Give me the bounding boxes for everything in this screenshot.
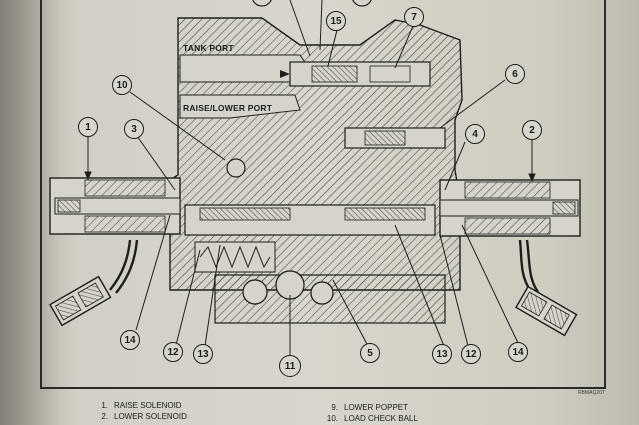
legend-num: 9.	[331, 403, 338, 412]
lower-solenoid-coil	[464, 181, 551, 199]
callout-12-right: 12	[461, 344, 481, 364]
raise-solenoid-coil	[84, 179, 166, 197]
callout-13-left: 13	[193, 344, 213, 364]
figure-frame-bottom	[40, 387, 606, 389]
raise-solenoid-nut	[57, 199, 81, 213]
left-connector	[49, 275, 112, 327]
callout-11: 11	[279, 355, 301, 377]
callout-7: 7	[404, 7, 424, 27]
raise-solenoid-core	[54, 197, 181, 215]
leader-lines	[84, 0, 536, 356]
legend-right: 9. LOWER POPPET 10. LOAD CHECK BALL	[322, 402, 418, 424]
legend-label: RAISE SOLENOID	[114, 401, 182, 410]
legend-num: 10.	[326, 414, 338, 423]
left-wire	[109, 239, 132, 291]
right-wire-2	[525, 239, 539, 293]
lower-solenoid-coil-lower	[464, 217, 551, 235]
callout-15: 15	[326, 11, 346, 31]
callout-13-right: 13	[432, 344, 452, 364]
raise-solenoid-coil-lower	[84, 215, 166, 233]
left-poppet	[199, 207, 291, 221]
legend-label: LOWER POPPET	[344, 403, 409, 412]
callout-12-left: 12	[163, 342, 183, 362]
raise-lower-port-label: RAISE/LOWER PORT	[183, 103, 273, 113]
right-connector	[515, 285, 578, 337]
legend-item: 9. LOWER POPPET	[322, 402, 418, 413]
callout-4: 4	[465, 124, 485, 144]
callout-cropped-b	[352, 0, 372, 7]
legend-item: 1. RAISE SOLENOID	[92, 400, 187, 411]
callout-3: 3	[124, 119, 144, 139]
callout-1: 1	[78, 117, 98, 137]
legend-num: 2.	[101, 412, 108, 421]
legend-item: 10. LOAD CHECK BALL	[322, 413, 418, 424]
legend-item: 2. LOWER SOLENOID	[92, 411, 187, 422]
raise-lower-port-channel	[179, 94, 301, 119]
lower-solenoid-core	[439, 199, 579, 217]
load-check-ball	[226, 158, 246, 178]
mid-cartridge-spring	[364, 130, 406, 146]
figure-code: RBMAQ207	[578, 390, 605, 396]
callout-14-right: 14	[508, 342, 528, 362]
top-cartridge-tip	[280, 70, 290, 78]
right-poppet	[344, 207, 426, 221]
lower-spring-chamber	[194, 241, 276, 273]
left-wire-2	[115, 239, 139, 294]
top-cartridge-spring	[311, 65, 358, 83]
legend-left: 1. RAISE SOLENOID 2. LOWER SOLENOID	[92, 400, 187, 422]
callout-6: 6	[505, 64, 525, 84]
callout-2: 2	[522, 120, 542, 140]
callout-10: 10	[112, 75, 132, 95]
lower-solenoid-nut	[552, 201, 576, 215]
figure-frame-left	[40, 0, 42, 388]
figure-frame-right	[604, 0, 606, 388]
top-cartridge-plug	[369, 65, 411, 83]
lower-spring	[199, 245, 271, 269]
callout-14-left: 14	[120, 330, 140, 350]
tank-port-label: TANK PORT	[183, 43, 234, 53]
legend-label: LOAD CHECK BALL	[344, 414, 418, 423]
callout-5: 5	[360, 343, 380, 363]
legend-label: LOWER SOLENOID	[114, 412, 187, 421]
legend-num: 1.	[101, 401, 108, 410]
callout-cropped-a	[252, 0, 272, 7]
